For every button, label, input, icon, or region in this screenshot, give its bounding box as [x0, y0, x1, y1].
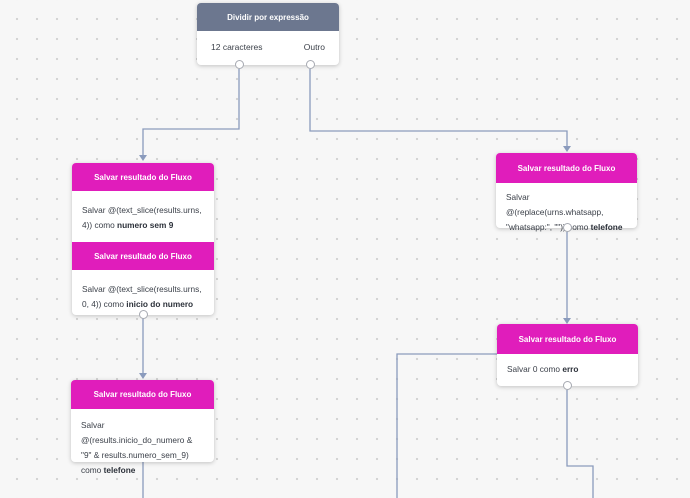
- split-node[interactable]: Dividir por expressão 12 caracteres Outr…: [197, 3, 339, 65]
- connector-outro: [309, 69, 568, 146]
- action-text: Salvar @(replace(urns.whatsapp, "whatsap…: [506, 192, 604, 232]
- action-header-right-2: Salvar resultado do Fluxo: [497, 324, 638, 354]
- exit-port-left-group[interactable]: [138, 310, 148, 319]
- exit-port-outro[interactable]: [305, 60, 315, 69]
- action-body-right-1: Salvar @(replace(urns.whatsapp, "whatsap…: [496, 183, 637, 241]
- action-header-left-2: Salvar resultado do Fluxo: [72, 242, 214, 270]
- action-header-right-1: Salvar resultado do Fluxo: [496, 153, 637, 183]
- arrow-head: [139, 373, 147, 379]
- result-variable: numero sem 9: [117, 220, 174, 230]
- split-node-title: Dividir por expressão: [197, 3, 339, 31]
- exit-port-right-1[interactable]: [562, 223, 572, 232]
- action-body-right-2: Salvar 0 como erro: [497, 354, 638, 389]
- exit-label-12-caracteres: 12 caracteres: [211, 42, 263, 52]
- result-variable: erro: [562, 364, 579, 374]
- action-text: Salvar @(text_slice(results.urns, 4)) co…: [82, 205, 202, 230]
- action-node-left-3[interactable]: Salvar resultado do Fluxo Salvar @(resul…: [71, 380, 214, 475]
- arrow-head: [563, 318, 571, 324]
- action-node-left-group[interactable]: Salvar resultado do Fluxo Salvar @(text_…: [72, 163, 214, 315]
- action-body-left-2: Salvar @(text_slice(results.urns, 0, 4))…: [72, 270, 214, 324]
- action-body-left-1: Salvar @(text_slice(results.urns, 4)) co…: [72, 191, 214, 242]
- action-text: Salvar 0 como: [507, 364, 561, 374]
- exit-port-12-caracteres[interactable]: [234, 60, 244, 69]
- action-node-right-1[interactable]: Salvar resultado do Fluxo Salvar @(repla…: [496, 153, 637, 232]
- exit-port-right-2[interactable]: [562, 381, 572, 390]
- result-variable: telefone: [590, 222, 623, 232]
- action-header-left-1: Salvar resultado do Fluxo: [72, 163, 214, 191]
- connector-12-caracteres: [142, 69, 240, 155]
- split-node-exits: 12 caracteres Outro: [197, 31, 339, 52]
- exit-label-outro: Outro: [303, 42, 325, 52]
- result-variable: telefone: [103, 465, 136, 475]
- action-text: Salvar @(results.inicio_do_numero & "9" …: [81, 420, 193, 475]
- arrow-head: [563, 146, 571, 152]
- action-text: Salvar @(text_slice(results.urns, 0, 4))…: [82, 284, 202, 309]
- arrow-head: [139, 155, 147, 161]
- connector-right-2-exit: [566, 390, 594, 498]
- action-body-left-3: Salvar @(results.inicio_do_numero & "9" …: [71, 409, 214, 490]
- connector-loop-in: [396, 353, 497, 498]
- action-header-left-3: Salvar resultado do Fluxo: [71, 380, 214, 409]
- result-variable: inicio do numero: [126, 299, 194, 309]
- action-node-right-2[interactable]: Salvar resultado do Fluxo Salvar 0 como …: [497, 324, 638, 386]
